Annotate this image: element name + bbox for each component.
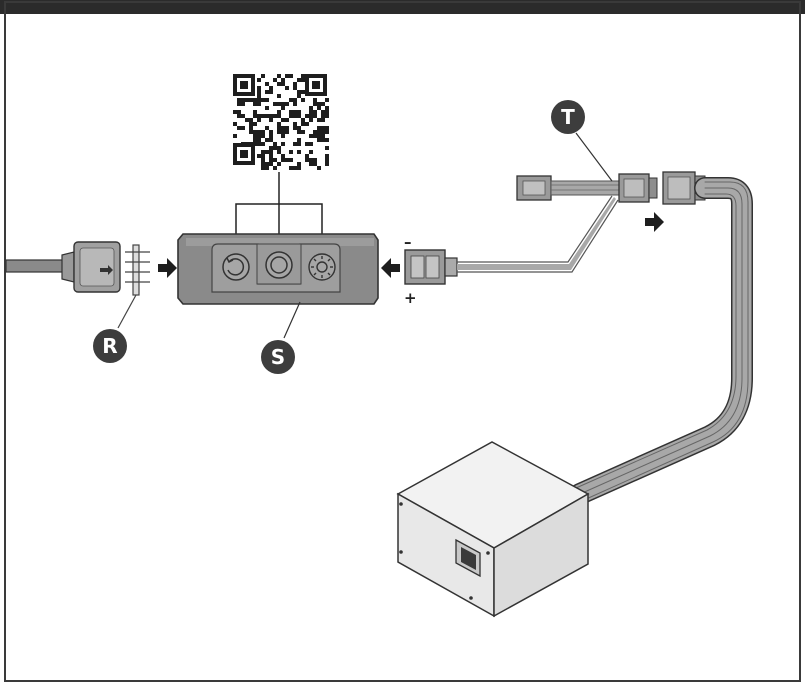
brightness-icon — [308, 253, 336, 281]
power-supply-unit — [396, 441, 590, 618]
psu-cable-bundle — [569, 177, 753, 505]
polarity-plus: + — [404, 289, 417, 307]
polarity-minus: – — [404, 233, 412, 251]
splitter-cable — [457, 195, 619, 273]
arrow-right-icon — [158, 258, 177, 278]
cycle-mode-icon — [222, 253, 250, 281]
callout-r: R — [93, 329, 127, 363]
led-strip-connector — [73, 241, 121, 293]
header-bar — [0, 0, 805, 14]
arrow-left-icon — [381, 258, 400, 278]
arrow-right-icon — [645, 212, 664, 232]
frame-border — [4, 1, 801, 682]
power-input-connector — [404, 249, 458, 285]
splitter-t — [516, 132, 658, 203]
callout-s: S — [261, 340, 295, 374]
led-strip-cable — [5, 251, 75, 283]
qr-code-icon — [228, 70, 330, 170]
power-icon — [265, 251, 293, 279]
callout-t: T — [551, 100, 585, 134]
pin-header-r — [117, 244, 150, 329]
rgb-controller — [177, 233, 379, 339]
